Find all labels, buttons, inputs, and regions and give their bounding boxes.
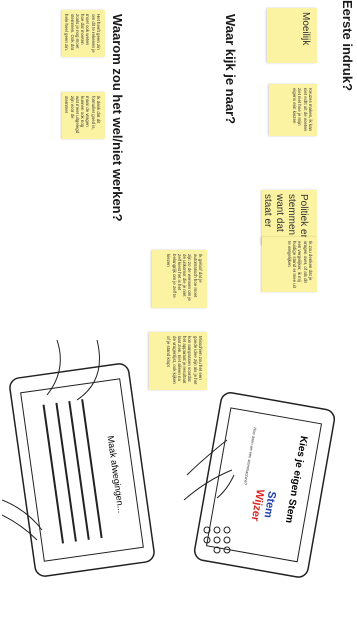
tablet-stemwijzer-sketch: Kies je eigen Stem Stem Wijzer Hoe doen … xyxy=(182,380,342,600)
sticky-note-moeilijk[interactable]: Moeilijk xyxy=(267,8,317,63)
sticky-note-vergelijk[interactable]: Ik zou denken dat je vragen over, of als… xyxy=(262,237,317,292)
heading-looking-at: Waar kijk je naar? xyxy=(223,14,238,124)
heading-why-work: Waarom zou het wel/niet werken? xyxy=(110,14,125,222)
sticky-note-volgens[interactable]: Ik geloof dat je automatisch hoe moet zi… xyxy=(152,250,207,308)
sticky-note-gewicht[interactable]: Het heeft geen zin om dit te rekenen je … xyxy=(62,10,105,57)
sticky-note-formulier[interactable]: Ik denk dat dit formulier goed is, maar … xyxy=(62,92,105,139)
sticky-note-keuzes[interactable]: Keuzes maken, ik kan niet echt uit de vo… xyxy=(269,84,317,136)
tablet-sliders-sketch: Maak afwegingen... xyxy=(2,340,167,600)
heading-first-impression: Eerste indruk? xyxy=(340,0,355,91)
